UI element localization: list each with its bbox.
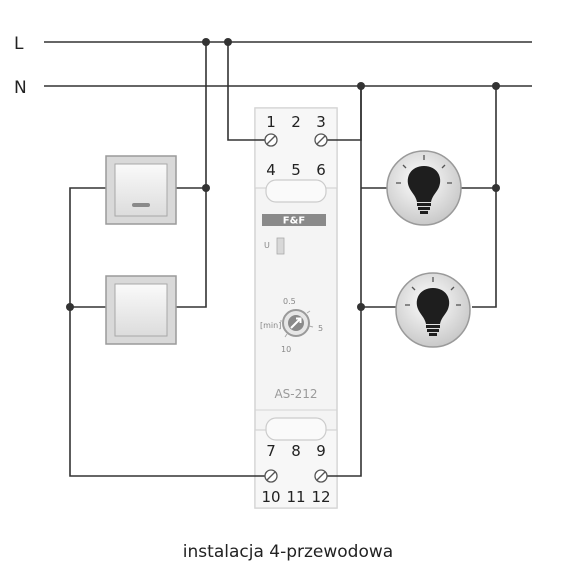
terminal-11-label: 11 [286, 488, 305, 506]
terminal-9-label: 9 [316, 442, 326, 460]
terminal-3-label: 3 [316, 113, 326, 131]
buttons-return-to-terminal10 [69, 187, 271, 477]
live-to-button2 [176, 42, 207, 308]
screw-terminal-1 [264, 133, 278, 147]
terminal-8-label: 8 [291, 442, 301, 460]
terminal-2-label: 2 [291, 113, 301, 131]
u-indicator-led [276, 237, 285, 255]
terminal-5-label: 5 [291, 161, 301, 179]
dial-mark-top: 0.5 [283, 297, 296, 306]
model-label: AS-212 [274, 387, 317, 401]
brand-band [262, 214, 326, 226]
live-to-terminal1 [227, 42, 271, 141]
diagram-caption: instalacja 4-przewodowa [183, 542, 393, 562]
screw-terminal-10 [264, 469, 278, 483]
dial-mark-bottom: 10 [281, 345, 291, 354]
junction-dots [66, 38, 500, 311]
module-top-terminal-block [254, 107, 338, 189]
terminal-6-label: 6 [316, 161, 326, 179]
push-button-icon [105, 275, 177, 345]
terminal-7-label: 7 [266, 442, 276, 460]
terminal-12-label: 12 [311, 488, 330, 506]
screw-terminal-12 [314, 469, 328, 483]
terminal-numbers: 1 2 3 4 5 6 7 8 9 10 11 12 [261, 113, 330, 506]
terminal-1-label: 1 [266, 113, 276, 131]
brand-logo: F&F [283, 216, 305, 227]
terminal12-to-lamps [321, 307, 362, 477]
screw-terminal-3 [314, 133, 328, 147]
neutral-line-label: N [14, 78, 27, 98]
u-indicator-label: U [264, 241, 270, 250]
module-label-slot-bottom [265, 417, 327, 441]
push-button-icon [105, 155, 177, 225]
module-label-slot-top [265, 179, 327, 203]
relay-module: F&F U 0.5 [min] 5 10 AS-212 [254, 107, 338, 509]
terminal-screws [264, 133, 328, 483]
light-bulb-icon [395, 272, 471, 348]
live-line-label: L [14, 34, 24, 54]
timer-dial-icon [280, 309, 314, 338]
dial-unit-label: [min] [260, 321, 281, 330]
terminal-4-label: 4 [266, 161, 276, 179]
terminal-10-label: 10 [261, 488, 280, 506]
light-bulb-icon [386, 150, 462, 226]
dial-mark-right: 5 [318, 324, 323, 333]
lamp-return-right [472, 86, 497, 308]
